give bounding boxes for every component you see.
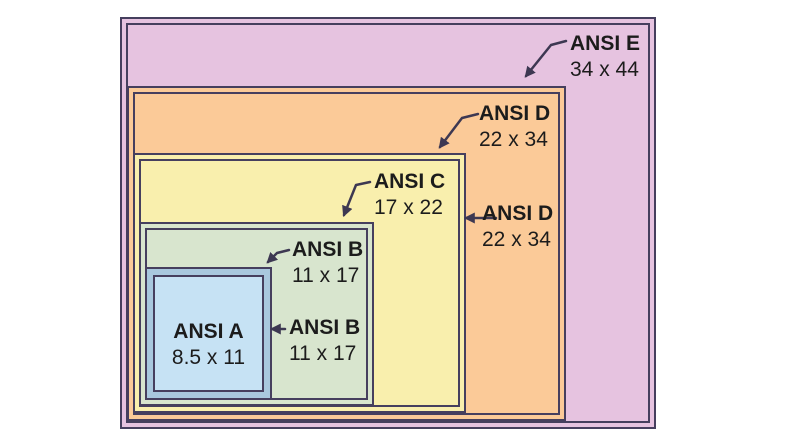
label-ansi-e: ANSI E 34 x 44 [570, 31, 640, 83]
label-ansi-d-side-name: ANSI D [482, 202, 554, 225]
label-ansi-c-dims: 17 x 22 [374, 196, 443, 219]
label-ansi-a: ANSI A 8.5 x 11 [145, 319, 272, 371]
sheet-ansi-a [145, 267, 272, 400]
label-ansi-d-side-dims: 22 x 34 [482, 228, 551, 251]
sheet-ansi-a-inner [153, 275, 264, 392]
label-ansi-c-name: ANSI C [374, 170, 446, 193]
label-ansi-d-top-dims: 22 x 34 [479, 128, 548, 151]
label-ansi-e-dims: 34 x 44 [570, 58, 639, 81]
label-ansi-b-top-dims: 11 x 17 [292, 264, 360, 287]
label-ansi-d-top: ANSI D 22 x 34 [479, 101, 550, 153]
label-ansi-a-dims: 8.5 x 11 [171, 346, 246, 369]
label-ansi-b-side-dims: 11 x 17 [289, 342, 357, 365]
label-ansi-b-side: ANSI B 11 x 17 [289, 315, 360, 367]
label-ansi-d-side: ANSI D 22 x 34 [482, 201, 553, 253]
label-ansi-e-name: ANSI E [570, 32, 641, 55]
label-ansi-c: ANSI C 17 x 22 [374, 169, 445, 221]
label-ansi-b-side-name: ANSI B [289, 316, 361, 339]
label-ansi-a-name: ANSI A [173, 320, 244, 343]
label-ansi-b-top: ANSI B 11 x 17 [292, 237, 363, 289]
label-ansi-b-top-name: ANSI B [292, 238, 364, 261]
label-ansi-d-top-name: ANSI D [479, 102, 551, 125]
